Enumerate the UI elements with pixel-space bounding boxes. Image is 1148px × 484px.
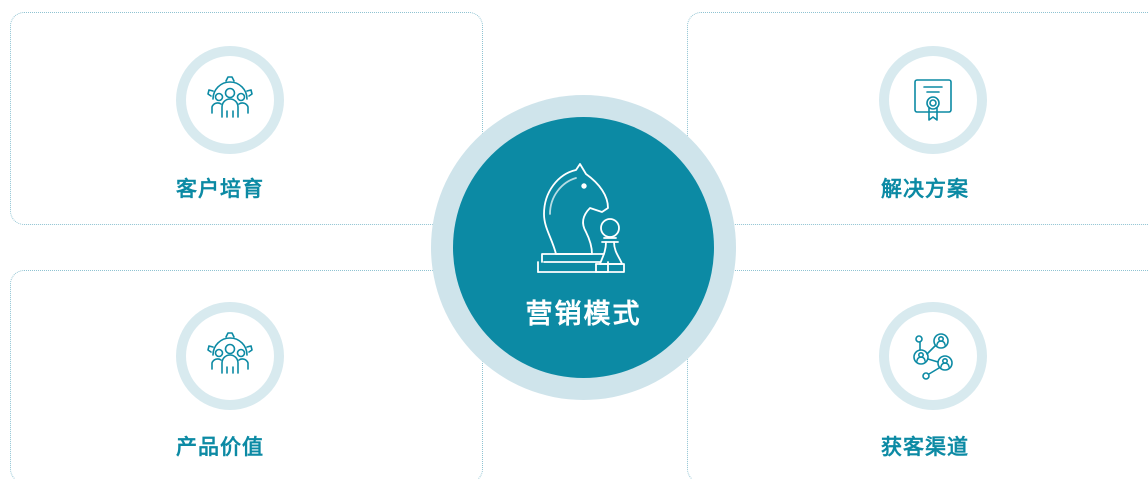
chess-knight-pawn-icon — [537, 163, 625, 273]
label-product-value: 产品价值 — [176, 435, 264, 459]
team-gear-icon — [176, 302, 284, 410]
network-users-icon — [879, 302, 987, 410]
certificate-icon — [879, 46, 987, 154]
team-gear-icon — [176, 46, 284, 154]
center-circle — [453, 117, 714, 378]
center-label: 营销模式 — [525, 299, 642, 330]
label-acquisition-channel: 获客渠道 — [881, 435, 969, 459]
label-solution: 解决方案 — [881, 177, 969, 201]
label-customer-nurturing: 客户培育 — [176, 177, 264, 201]
